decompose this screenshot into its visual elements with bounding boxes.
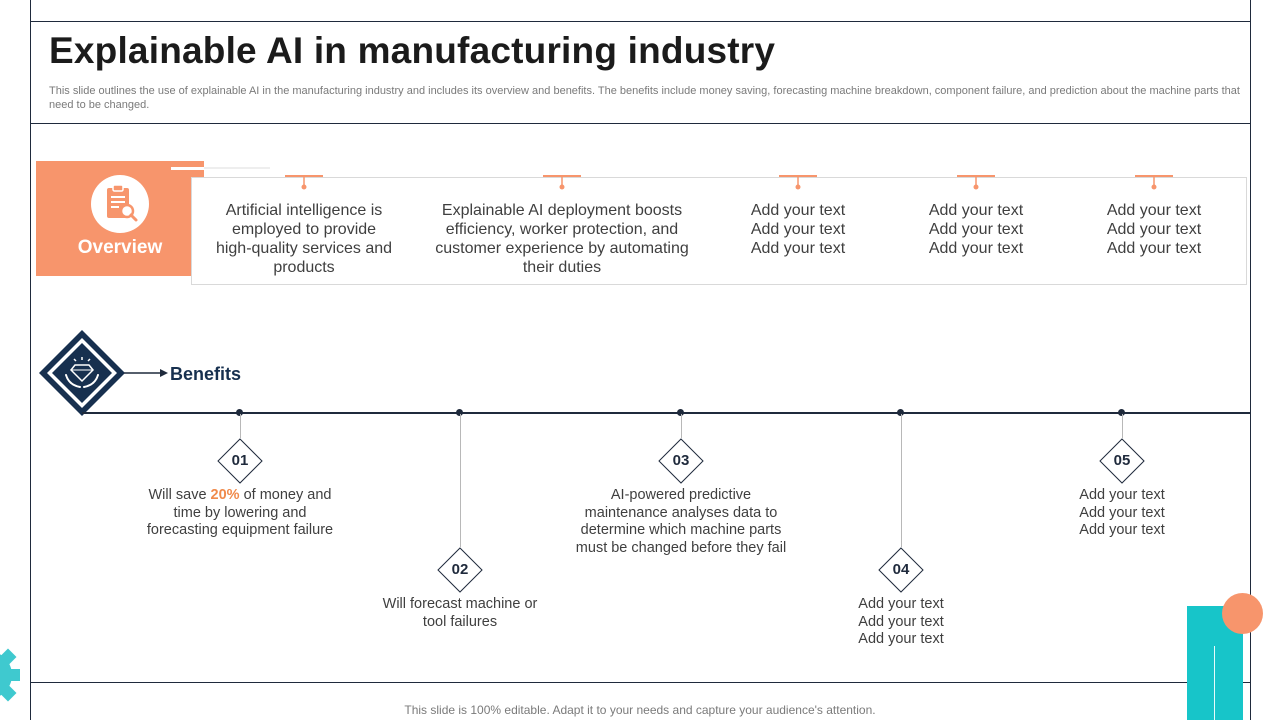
benefit-text: AI-powered predictive maintenance analys… [575, 487, 787, 556]
timeline-dot [456, 409, 463, 416]
footer-note: This slide is 100% editable. Adapt it to… [404, 703, 876, 717]
timeline-dot [897, 409, 904, 416]
benefit-text: Will save 20% of money and time by lower… [140, 487, 340, 540]
benefit-number: 02 [451, 561, 469, 578]
benefit-number: 01 [231, 452, 249, 469]
pin-marker-icon [779, 175, 817, 190]
timeline-connector [1122, 414, 1123, 438]
frame-top-line [30, 21, 1251, 22]
pin-marker-icon [1135, 175, 1173, 190]
overview-accent-strip-gray [204, 167, 270, 169]
benefit-number-badge: 02 [437, 547, 483, 593]
benefit-number-badge: 05 [1099, 438, 1145, 484]
timeline-connector [901, 414, 902, 547]
page-subtitle: This slide outlines the use of explainab… [49, 85, 1240, 111]
timeline-dot [1118, 409, 1125, 416]
benefit-text: Will forecast machine or tool failures [382, 596, 538, 630]
arrow-right-icon [124, 369, 168, 377]
benefit-number: 04 [892, 561, 910, 578]
benefit-text: Add your text Add your text Add your tex… [1079, 487, 1165, 539]
benefit-number: 05 [1113, 452, 1131, 469]
frame-bottom-line [30, 682, 1251, 683]
overview-icon-circle [91, 175, 149, 233]
overview-item-text: Add your text Add your text Add your tex… [1106, 202, 1202, 257]
pin-marker-icon [957, 175, 995, 190]
timeline-connector [460, 414, 461, 547]
benefit-number: 03 [672, 452, 690, 469]
timeline-dot [677, 409, 684, 416]
teal-decoration-line [1214, 646, 1215, 720]
overview-box: Overview [36, 161, 204, 276]
benefit-text: Add your text Add your text Add your tex… [858, 596, 944, 648]
gear-icon [0, 648, 20, 702]
benefit-number-badge: 01 [217, 438, 263, 484]
overview-item-text: Add your text Add your text Add your tex… [928, 202, 1024, 257]
page-title: Explainable AI in manufacturing industry [49, 30, 776, 71]
overview-accent-strip [171, 167, 204, 170]
benefit-number-badge: 04 [878, 547, 924, 593]
diamond-hands-icon [39, 330, 125, 416]
overview-item-text: Explainable AI deployment boosts efficie… [435, 202, 689, 276]
benefits-timeline [82, 412, 1251, 414]
overview-item-text: Artificial intelligence is employed to p… [215, 202, 393, 276]
frame-right-line [1250, 0, 1251, 720]
overview-label: Overview [77, 237, 163, 258]
clipboard-search-icon [107, 184, 138, 222]
overview-item-text: Add your text Add your text Add your tex… [750, 202, 846, 257]
timeline-connector [240, 414, 241, 438]
frame-header-divider [30, 123, 1251, 124]
frame-left-line [30, 0, 31, 720]
timeline-connector [681, 414, 682, 438]
benefit-number-badge: 03 [658, 438, 704, 484]
pin-marker-icon [285, 175, 323, 190]
pin-marker-icon [543, 175, 581, 190]
benefit-text-part: of money and time by lowering and foreca… [146, 487, 334, 539]
benefits-label: Benefits [170, 364, 242, 384]
overview-panel [191, 177, 1247, 285]
benefit-highlight: 20% [210, 487, 240, 503]
benefit-text-part: Will save [148, 487, 211, 503]
orange-decoration-circle [1222, 593, 1263, 634]
timeline-dot [236, 409, 243, 416]
